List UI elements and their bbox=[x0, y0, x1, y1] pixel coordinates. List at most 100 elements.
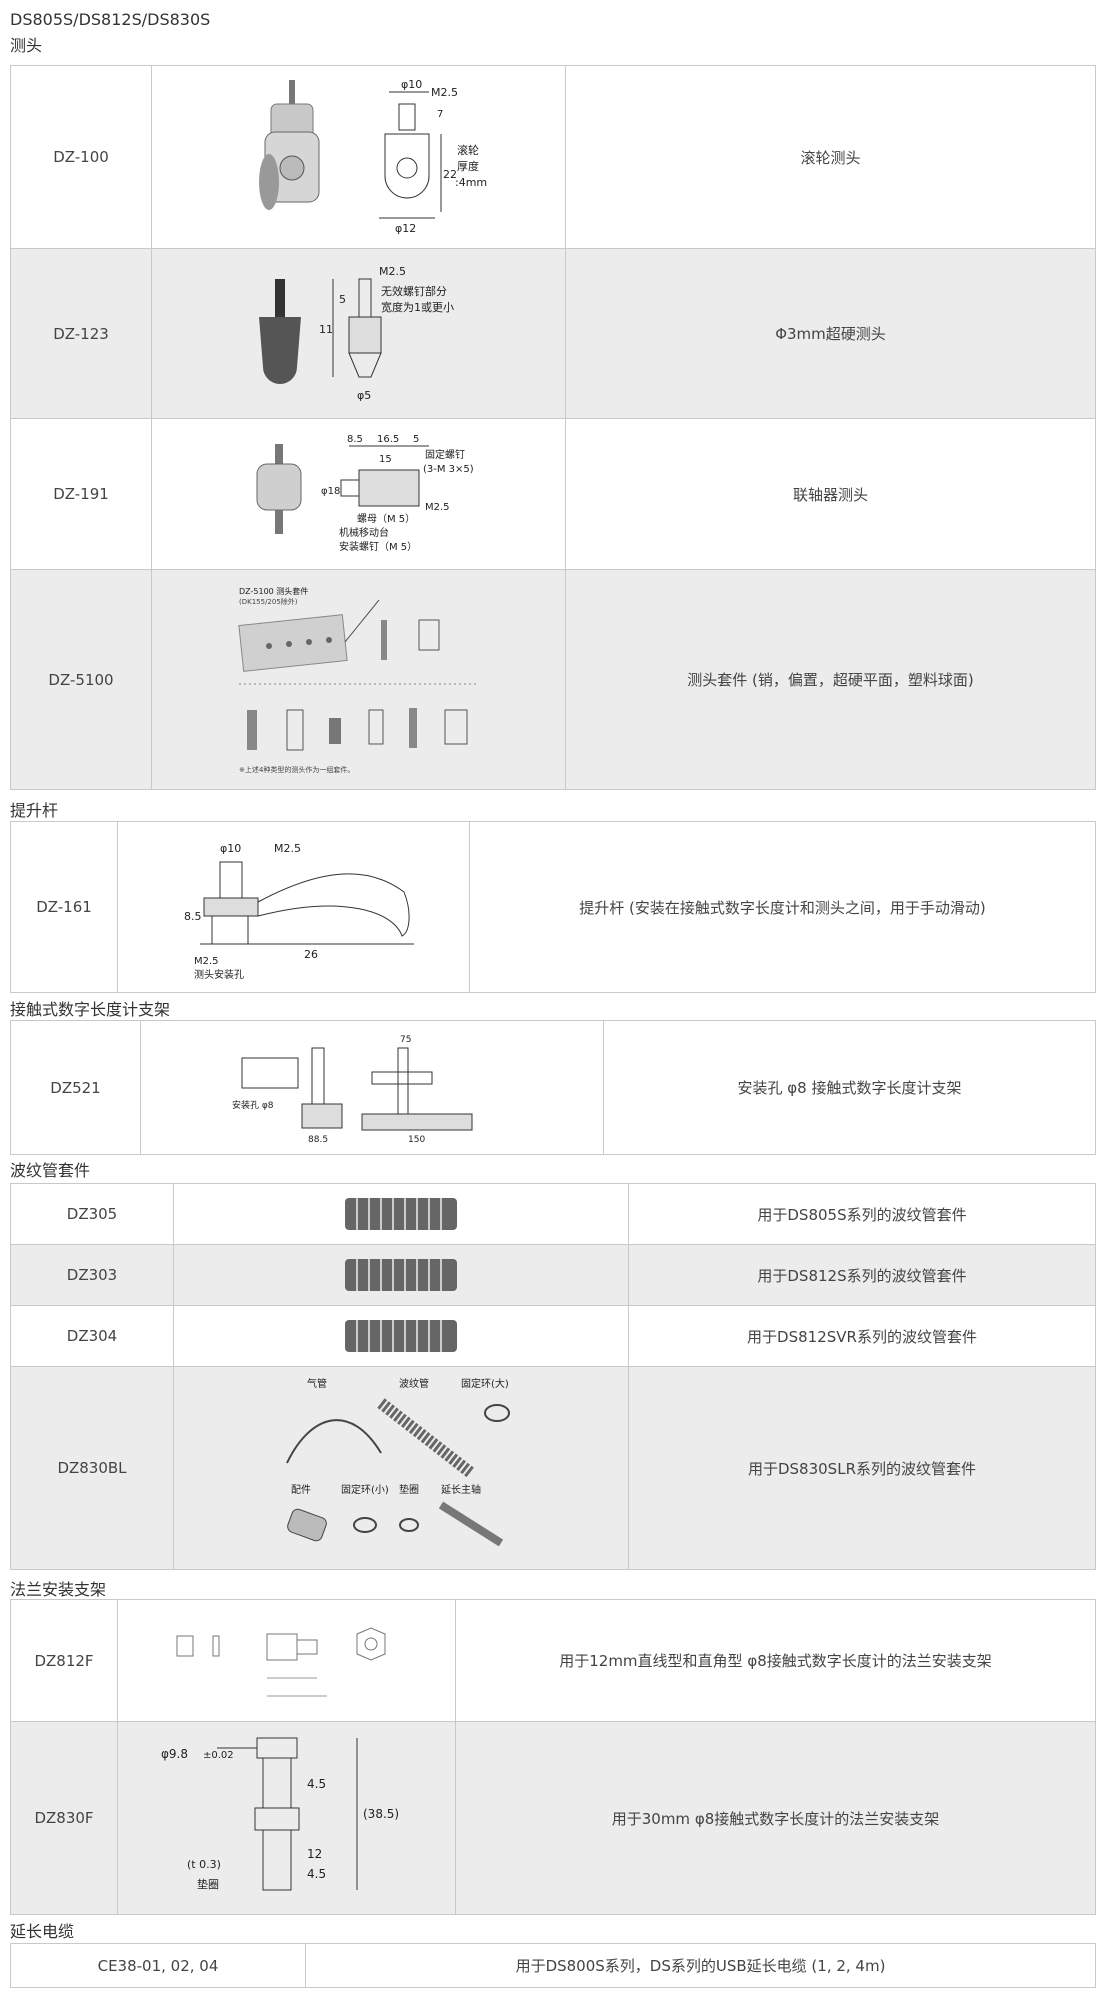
model-cell: DZ-100 bbox=[10, 65, 152, 249]
dim-label: φ12 bbox=[395, 222, 416, 235]
flange-large-drawing: φ9.8 ±0.02 4.5 (38.5) 12 4.5 (t 0.3) 垫圈 bbox=[161, 1737, 399, 1891]
dim-label: 7 bbox=[437, 109, 443, 120]
description-cell: 安装孔 φ8 接触式数字长度计支架 bbox=[603, 1020, 1096, 1155]
dim-label: 测头安装孔 bbox=[194, 968, 244, 981]
section-title-extension-cable: 延长电缆 bbox=[10, 1922, 75, 1941]
table-row: DZ303 用于DS812S系列的波纹管套件 bbox=[10, 1244, 1096, 1306]
extension-cable-table: CE38-01, 02, 04 用于DS800S系列，DS系列的USB延长电缆 … bbox=[10, 1943, 1096, 1988]
description-cell: 用于DS812S系列的波纹管套件 bbox=[628, 1244, 1096, 1306]
drawing-cell: 8.5 16.5 5 15 φ18 固定螺钉 (3-M 3×5) M2.5 螺母… bbox=[151, 418, 566, 570]
model-cell: DZ812F bbox=[10, 1599, 118, 1722]
flange-table: DZ812F 用于12mm直线型和直角型 φ8接触式数字长度计的法兰安装支架 D… bbox=[10, 1599, 1096, 1915]
description-cell: 联轴器测头 bbox=[565, 418, 1096, 570]
description-cell: 滚轮测头 bbox=[565, 65, 1096, 249]
flange-small-drawing bbox=[176, 1626, 385, 1696]
lifting-lever-drawing: φ10 M2.5 8.5 26 M2.5 测头安装孔 bbox=[184, 842, 414, 981]
dim-label: 4.5 bbox=[307, 1867, 326, 1881]
roller-probe-drawing: φ10 M2.5 7 22 滚轮 厚度 :4mm φ12 bbox=[258, 78, 487, 235]
bellows-icon bbox=[345, 1259, 457, 1291]
dim-label: 厚度 bbox=[457, 159, 479, 173]
table-row: DZ521 75 88.5 150 安装孔 φ8 安装孔 φ8 接触式数字长度计… bbox=[10, 1020, 1096, 1155]
bellows-icon bbox=[345, 1198, 457, 1230]
table-row: DZ-161 φ10 M2.5 8.5 26 M2.5 测头安装孔 提升杆 (安… bbox=[10, 821, 1096, 993]
probes-table: DZ-100 φ10 M2.5 7 22 bbox=[10, 65, 1096, 790]
dim-label: 垫圈 bbox=[197, 1877, 219, 1891]
model-cell: DZ303 bbox=[10, 1244, 174, 1306]
dim-label: 无效螺钉部分 bbox=[381, 284, 447, 298]
part-label: 波纹管 bbox=[399, 1377, 429, 1390]
model-cell: DZ-123 bbox=[10, 248, 152, 419]
section-title-flange: 法兰安装支架 bbox=[10, 1580, 107, 1599]
dim-label: φ10 bbox=[220, 842, 241, 855]
dim-label: :4mm bbox=[455, 176, 487, 189]
section-title-probes: 测头 bbox=[10, 36, 43, 55]
part-label: 气管 bbox=[307, 1377, 327, 1390]
gauge-stand-table: DZ521 75 88.5 150 安装孔 φ8 安装孔 φ8 接触式数字长度计… bbox=[10, 1020, 1096, 1155]
dim-label: (t 0.3) bbox=[187, 1858, 221, 1871]
drawing-cell: DZ-5100 测头套件 (DK155/205除外) ※上述4种类型的测头 bbox=[151, 569, 566, 790]
section-title-bellows: 波纹管套件 bbox=[10, 1161, 91, 1180]
part-label: 延长主轴 bbox=[441, 1483, 481, 1496]
description-cell: 用于30mm φ8接触式数字长度计的法兰安装支架 bbox=[455, 1721, 1096, 1915]
drawing-cell: φ10 M2.5 8.5 26 M2.5 测头安装孔 bbox=[117, 821, 470, 993]
dim-label: 8.5 bbox=[347, 434, 363, 445]
dim-label: φ9.8 bbox=[161, 1747, 188, 1761]
description-cell: 测头套件 (销，偏置，超硬平面，塑料球面) bbox=[565, 569, 1096, 790]
drawing-cell bbox=[117, 1599, 456, 1722]
drawing-cell bbox=[173, 1183, 629, 1245]
drawing-cell bbox=[173, 1305, 629, 1367]
bellows-table: DZ305 用于DS805S系列的波纹管套件 DZ303 bbox=[10, 1183, 1096, 1570]
dim-label: 5 bbox=[413, 434, 419, 445]
dim-label: 安装螺钉（M 5） bbox=[339, 540, 417, 553]
table-row: DZ830F φ9.8 ±0.02 4.5 (38.5) 12 4.5 (t 0… bbox=[10, 1721, 1096, 1915]
dim-label: (3-M 3×5) bbox=[423, 464, 474, 475]
model-cell: DZ304 bbox=[10, 1305, 174, 1367]
dim-label: 4.5 bbox=[307, 1777, 326, 1791]
dim-label: 15 bbox=[379, 454, 392, 465]
dim-label: 5 bbox=[339, 293, 346, 306]
description-cell: 用于DS812SVR系列的波纹管套件 bbox=[628, 1305, 1096, 1367]
dim-label: φ10 bbox=[401, 78, 422, 91]
coupling-probe-drawing: 8.5 16.5 5 15 φ18 固定螺钉 (3-M 3×5) M2.5 螺母… bbox=[256, 434, 474, 553]
page-title: DS805S/DS812S/DS830S bbox=[10, 10, 211, 29]
description-cell: 用于DS805S系列的波纹管套件 bbox=[628, 1183, 1096, 1245]
dim-label: 滚轮 bbox=[457, 143, 479, 157]
table-row: DZ-100 φ10 M2.5 7 22 bbox=[10, 65, 1096, 249]
description-cell: 提升杆 (安装在接触式数字长度计和测头之间，用于手动滑动) bbox=[469, 821, 1096, 993]
carbide-probe-drawing: M2.5 无效螺钉部分 宽度为1或更小 5 11 φ5 bbox=[258, 265, 454, 402]
probe-kit-drawing: DZ-5100 测头套件 (DK155/205除外) ※上述4种类型的测头 bbox=[237, 586, 479, 774]
dim-label: 安装孔 φ8 bbox=[232, 1099, 274, 1111]
dim-label: 宽度为1或更小 bbox=[381, 300, 454, 314]
dim-label: M2.5 bbox=[431, 86, 458, 99]
drawing-cell: φ9.8 ±0.02 4.5 (38.5) 12 4.5 (t 0.3) 垫圈 bbox=[117, 1721, 456, 1915]
dim-label: ±0.02 bbox=[203, 1750, 234, 1761]
kit-label: DZ-5100 测头套件 bbox=[239, 586, 308, 596]
table-row: DZ304 用于DS812SVR系列的波纹管套件 bbox=[10, 1305, 1096, 1367]
table-row: DZ305 用于DS805S系列的波纹管套件 bbox=[10, 1183, 1096, 1245]
dim-label: 12 bbox=[307, 1847, 322, 1861]
part-label: 固定环(大) bbox=[461, 1377, 509, 1390]
model-cell: DZ305 bbox=[10, 1183, 174, 1245]
dim-label: 螺母（M 5） bbox=[357, 513, 415, 525]
dim-label: M2.5 bbox=[274, 842, 301, 855]
dim-label: 150 bbox=[408, 1135, 425, 1145]
kit-note: ※上述4种类型的测头作为一组套件。 bbox=[239, 765, 354, 774]
description-cell: Φ3mm超硬测头 bbox=[565, 248, 1096, 419]
dim-label: 8.5 bbox=[184, 910, 202, 923]
dim-label: 26 bbox=[304, 948, 318, 961]
dim-label: φ18 bbox=[321, 486, 340, 497]
section-title-gauge-stand: 接触式数字长度计支架 bbox=[10, 1000, 171, 1019]
part-label: 配件 bbox=[291, 1484, 311, 1496]
description-cell: 用于12mm直线型和直角型 φ8接触式数字长度计的法兰安装支架 bbox=[455, 1599, 1096, 1722]
dim-label: 11 bbox=[319, 323, 333, 336]
model-cell: DZ830BL bbox=[10, 1366, 174, 1570]
dim-label: 75 bbox=[400, 1035, 411, 1045]
description-cell: 用于DS800S系列，DS系列的USB延长电缆 (1, 2, 4m) bbox=[305, 1943, 1096, 1988]
dim-label: M2.5 bbox=[425, 502, 450, 513]
lifting-lever-table: DZ-161 φ10 M2.5 8.5 26 M2.5 测头安装孔 提升杆 (安… bbox=[10, 821, 1096, 993]
kit-sublabel: (DK155/205除外) bbox=[239, 597, 298, 606]
drawing-cell: 气管 波纹管 固定环(大) 配件 固定环(小) 垫圈 延长主轴 bbox=[173, 1366, 629, 1570]
drawing-cell: φ10 M2.5 7 22 滚轮 厚度 :4mm φ12 bbox=[151, 65, 566, 249]
gauge-stand-drawing: 75 88.5 150 安装孔 φ8 bbox=[232, 1035, 473, 1145]
table-row: DZ812F 用于12mm直线型和直角型 φ8接触式数字长度计的法兰安装支架 bbox=[10, 1599, 1096, 1722]
